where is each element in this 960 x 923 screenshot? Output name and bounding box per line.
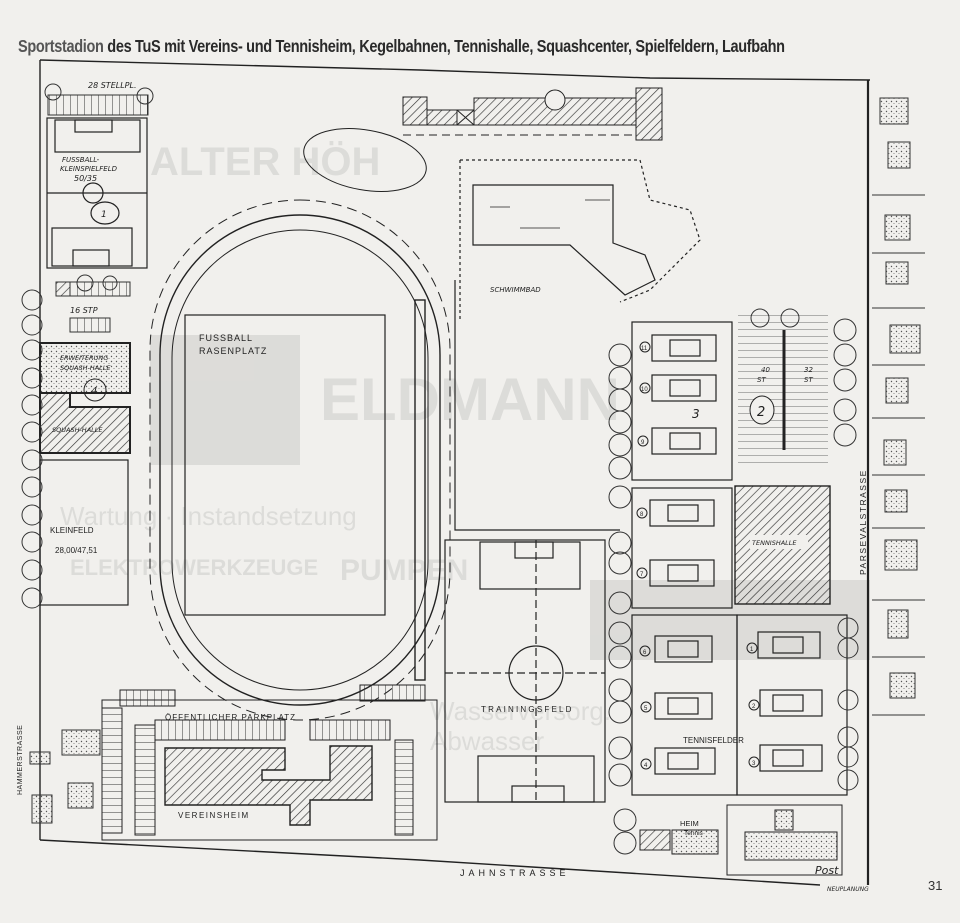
jahnstrasse-label: JAHNSTRASSE bbox=[460, 868, 570, 878]
parking-unit-40: ST bbox=[757, 376, 766, 384]
kleinfeld-dim: 28,00/47,51 bbox=[55, 546, 98, 555]
parking-count-40: 40 bbox=[761, 366, 770, 374]
left-street-label: HAMMERSTRASSE bbox=[17, 725, 24, 795]
svg-text:1: 1 bbox=[750, 647, 754, 653]
tennisfelder-label: TENNISFELDER bbox=[683, 736, 744, 745]
pond bbox=[303, 128, 427, 192]
svg-text:11: 11 bbox=[641, 346, 648, 352]
training-field bbox=[444, 539, 606, 803]
football-small-field bbox=[46, 117, 148, 269]
page-title: Sportstadion des TuS mit Vereins- und Te… bbox=[18, 36, 785, 57]
svg-text:3: 3 bbox=[752, 761, 756, 767]
property-boundary bbox=[39, 59, 871, 886]
footnote-label: NEUPLANUNG bbox=[827, 886, 869, 893]
svg-text:5: 5 bbox=[644, 706, 648, 712]
tree-row-center bbox=[608, 343, 632, 787]
heim-label: HEIM bbox=[680, 819, 699, 828]
svg-text:10: 10 bbox=[641, 387, 648, 393]
parking-28: 28 STELLPL. bbox=[44, 81, 154, 116]
svg-text:2: 2 bbox=[752, 704, 756, 710]
post-label: Post bbox=[815, 864, 839, 877]
svg-text:4: 4 bbox=[644, 763, 648, 769]
house-lots-east bbox=[872, 194, 925, 716]
kleinfeld bbox=[39, 459, 129, 606]
marker-4: 4 bbox=[91, 386, 97, 397]
squash-extension-label: ERWEITERUNG bbox=[60, 354, 108, 362]
houses-east bbox=[879, 97, 921, 699]
houses-west bbox=[29, 729, 101, 824]
svg-text:7: 7 bbox=[640, 572, 644, 578]
svg-text:Wasserversorg.: Wasserversorg. bbox=[430, 696, 611, 726]
svg-text:Abwasser: Abwasser bbox=[430, 726, 544, 756]
squash-extension-label-2: SQUASH-HALLE bbox=[60, 364, 111, 372]
title-first-word: Sportstadion bbox=[18, 36, 104, 56]
svg-text:28 STELLPL.: 28 STELLPL. bbox=[88, 81, 136, 90]
vereinsheim bbox=[164, 745, 373, 826]
public-parking bbox=[101, 684, 438, 841]
tennishalle-label: TENNISHALLE bbox=[752, 539, 797, 547]
squash-center bbox=[39, 342, 131, 454]
parsevalstrasse-label: PARSEVALSTRASSE bbox=[858, 469, 868, 575]
svg-text:Wartung · Instandsetzung: Wartung · Instandsetzung bbox=[60, 501, 357, 531]
title-rest: des TuS mit Vereins- und Tennisheim, Keg… bbox=[103, 36, 785, 56]
marker-3: 3 bbox=[692, 407, 700, 421]
parkplatz-label: ÖFFENTLICHER PARKPLATZ bbox=[165, 713, 296, 722]
trainingsfeld-label: TRAININGSFELD bbox=[481, 705, 574, 714]
running-track bbox=[149, 199, 451, 721]
marker-2: 2 bbox=[757, 405, 765, 420]
kleinfeld-label: KLEINFELD bbox=[50, 526, 94, 535]
tree-row-left bbox=[21, 289, 43, 609]
squash-hall-label: SQUASH-HALLE bbox=[52, 426, 103, 434]
court-numbers-east: 1 2 3 bbox=[746, 642, 760, 768]
parking-lot-east bbox=[738, 315, 828, 465]
schwimmbad-label: SCHWIMMBAD bbox=[490, 286, 541, 294]
svg-text:8: 8 bbox=[640, 512, 644, 518]
tree-row-parking bbox=[750, 308, 857, 447]
tennis-heim bbox=[613, 804, 843, 876]
hedge-boundary bbox=[454, 280, 620, 531]
football-small-label: FUSSBALL- bbox=[62, 156, 100, 164]
svg-text:ALTER HÖH: ALTER HÖH bbox=[150, 139, 380, 184]
heim-tennis-label: Tennis bbox=[684, 830, 704, 837]
marker-1: 1 bbox=[101, 210, 107, 220]
rasen-label-2: RASENPLATZ bbox=[199, 346, 267, 356]
page-number: 31 bbox=[928, 878, 943, 893]
football-pitch bbox=[184, 314, 386, 616]
svg-text:PUMPEN: PUMPEN bbox=[340, 554, 468, 587]
svg-text:9: 9 bbox=[641, 440, 645, 446]
tennis-courts-east bbox=[736, 614, 848, 796]
svg-text:16 STP: 16 STP bbox=[70, 306, 98, 315]
svg-text:6: 6 bbox=[643, 650, 647, 656]
vereinsheim-label: VEREINSHEIM bbox=[178, 811, 250, 820]
svg-text:ELDMANN: ELDMANN bbox=[320, 366, 620, 433]
tree-row-east bbox=[837, 617, 859, 791]
background-ghost-print: ALTER HÖH ELDMANN Wartung · Instandsetzu… bbox=[60, 139, 870, 756]
football-small-dim: 50/35 bbox=[74, 174, 97, 183]
tennis-courts-west bbox=[631, 321, 738, 796]
kegelbahnen-building bbox=[402, 87, 663, 141]
parking-unit-32: ST bbox=[804, 376, 813, 384]
parking-count-32: 32 bbox=[804, 366, 813, 374]
court-numbers-west: 11 10 9 8 7 6 5 4 bbox=[636, 341, 652, 770]
football-small-label-2: KLEINSPIELFELD bbox=[60, 165, 118, 173]
svg-text:ELEKTROWERKZEUGE: ELEKTROWERKZEUGE bbox=[70, 555, 318, 580]
parking-16: 16 STP bbox=[55, 274, 131, 333]
rasen-label: FUSSBALL bbox=[199, 333, 253, 343]
swimming-pool bbox=[459, 159, 701, 320]
